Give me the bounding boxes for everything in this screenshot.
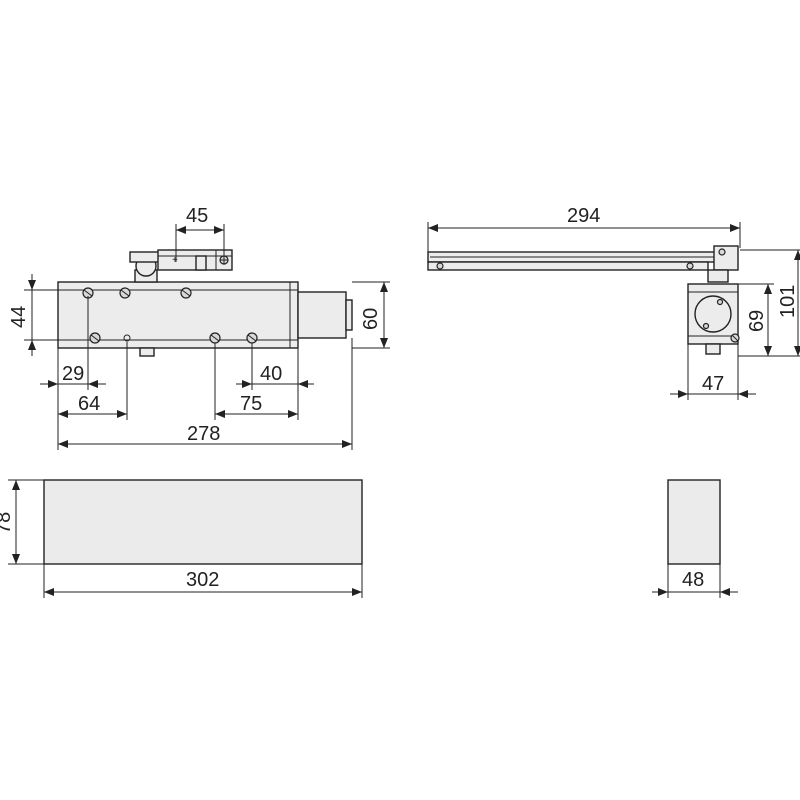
hole-icon xyxy=(123,334,131,342)
cover-side-view xyxy=(667,479,721,565)
dim-cover-depth: 48 xyxy=(652,564,738,598)
dim-body-height-total: 60 xyxy=(352,281,390,349)
dim-label: 69 xyxy=(746,310,768,332)
dim-label: 45 xyxy=(186,205,208,227)
dim-side-width-47: 47 xyxy=(670,344,756,400)
closer-end-cap xyxy=(297,291,347,339)
dim-hole-75: 75 xyxy=(214,343,298,420)
dim-cover-height: 78 xyxy=(0,479,44,565)
dim-label: 302 xyxy=(186,569,219,591)
cover-front-view xyxy=(43,479,363,565)
dim-label: 64 xyxy=(78,393,100,415)
dim-cover-length: 302 xyxy=(43,564,363,598)
dim-label: 29 xyxy=(62,363,84,385)
dim-label: 78 xyxy=(0,512,15,534)
dim-label: 294 xyxy=(567,205,600,227)
dim-arm-length: 294 xyxy=(427,205,741,252)
dim-side-height-101: 101 xyxy=(740,249,800,356)
dim-label: 47 xyxy=(702,373,724,395)
dim-label: 75 xyxy=(240,393,262,415)
dim-label: 278 xyxy=(187,423,220,445)
cover-front xyxy=(43,479,363,565)
dim-label: 48 xyxy=(682,569,704,591)
dim-side-height-69: 69 xyxy=(738,283,800,357)
front-view: + xyxy=(57,249,353,357)
dim-label: 40 xyxy=(260,363,282,385)
dim-hole-29: 29 xyxy=(40,296,106,450)
dim-hole-64: 64 xyxy=(58,342,128,420)
arm-view xyxy=(427,245,739,283)
dim-hole-40: 40 xyxy=(236,343,314,420)
dim-label: 44 xyxy=(8,306,30,328)
dim-body-height: 44 xyxy=(8,274,58,356)
svg-text:+: + xyxy=(172,255,178,266)
dim-arm-spindle-spacing: 45 xyxy=(175,205,225,262)
dim-label: 101 xyxy=(777,285,799,318)
dim-body-length: 278 xyxy=(58,338,353,450)
spindle-icon xyxy=(694,295,732,333)
side-view xyxy=(687,283,740,355)
cover-side xyxy=(667,479,721,565)
dim-label: 60 xyxy=(360,308,382,330)
